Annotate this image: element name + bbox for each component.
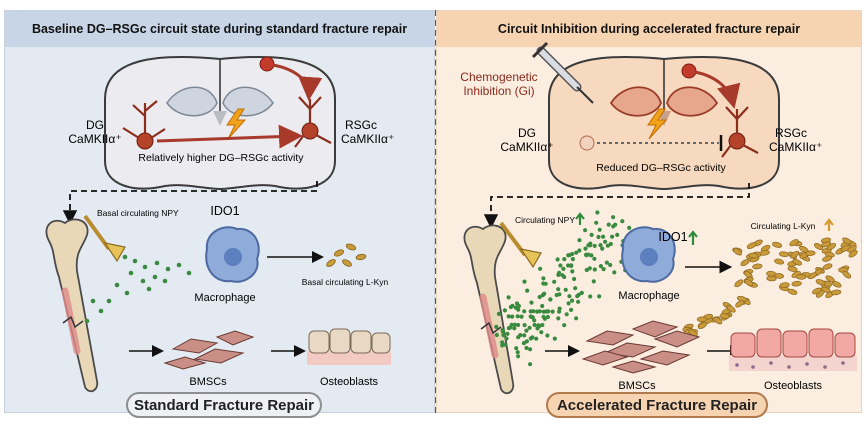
left-panel: Baseline DG–RSGc circuit state during st… (4, 10, 435, 413)
rsgc-subtype-label: CaMKIIα⁺ (769, 140, 822, 154)
inhibition-gi-label: Inhibition (Gi) (463, 84, 534, 98)
dg-label: DG (86, 118, 104, 132)
rsgc-neuron (721, 106, 759, 158)
brain-section (104, 56, 336, 191)
macrophage (621, 226, 676, 283)
activity-note: Reduced DG–RSGc activity (596, 162, 726, 174)
left-panel-title: Baseline DG–RSGc circuit state during st… (5, 11, 434, 47)
npy-dots (84, 254, 192, 324)
macrophage (205, 226, 260, 283)
dg-neuron (122, 100, 166, 150)
femur-bone (463, 224, 515, 395)
macrophage-label: Macrophage (618, 290, 679, 302)
chemogenetic-label: Chemogenetic (460, 70, 537, 84)
macrophage-label: Macrophage (194, 292, 255, 304)
accelerated-repair-badge: Accelerated Fracture Repair (546, 392, 768, 418)
bmsc-cells (581, 320, 701, 374)
brain-to-bone-connector (483, 183, 750, 229)
up-arrow-icon (824, 218, 834, 231)
ido1-label: IDO1 (658, 230, 687, 244)
activity-note: Relatively higher DG–RSGc activity (138, 152, 304, 164)
right-panel-illustration: Chemogenetic Inhibition (Gi) DG CaMKIIα⁺… (460, 41, 858, 395)
rsgc-label: RSGc (345, 118, 377, 132)
rsgc-injection-site (259, 56, 275, 72)
npy-label: Basal circulating NPY (97, 208, 179, 218)
npy-dots (494, 210, 633, 367)
right-panel-title: Circuit Inhibition during accelerated fr… (437, 11, 861, 47)
lightning-bolt-icon (226, 108, 247, 140)
npy-neuron (499, 221, 542, 269)
rsgc-injection-site (681, 63, 697, 79)
npy-label: Circulating NPY (515, 215, 575, 225)
standard-repair-badge: Standard Fracture Repair (126, 392, 322, 418)
rsgc-neuron (294, 96, 332, 148)
npy-neuron (83, 214, 126, 263)
right-panel: Circuit Inhibition during accelerated fr… (436, 10, 862, 413)
ido1-label: IDO1 (210, 204, 239, 218)
syringe-icon (531, 41, 594, 104)
bmscs-label: BMSCs (618, 380, 656, 392)
osteoblast-layer (729, 328, 857, 371)
dg-label: DG (518, 126, 536, 140)
lkyn-label: Basal circulating L-Kyn (302, 277, 389, 287)
dg-subtype-label: CaMKIIα⁺ (68, 132, 121, 146)
osteoblasts-label: Osteoblasts (764, 380, 823, 392)
dg-to-rsgc-arrow (156, 124, 303, 149)
bmscs-label: BMSCs (189, 376, 227, 388)
up-arrow-icon (575, 212, 585, 225)
osteoblast-layer (307, 328, 391, 365)
rsgc-projection-arrow (694, 70, 741, 109)
lkyn-label: Circulating L-Kyn (751, 221, 816, 231)
dg-neuron (579, 135, 595, 151)
dg-subtype-label: CaMKIIα⁺ (500, 140, 553, 154)
lkyn-pellets (682, 237, 858, 337)
brain-to-bone-connector (62, 181, 318, 225)
osteoblasts-label: Osteoblasts (320, 376, 379, 388)
rsgc-label: RSGc (775, 126, 807, 140)
femur-bone (45, 218, 99, 393)
up-arrow-icon (688, 230, 698, 245)
lkyn-pellets (326, 243, 367, 267)
left-panel-illustration: DG CaMKIIα⁺ RSGc CaMKIIα⁺ Relatively hig… (45, 56, 394, 393)
lightning-bolt-icon (647, 108, 668, 140)
rsgc-subtype-label: CaMKIIα⁺ (341, 132, 394, 146)
bmsc-cells (163, 330, 255, 370)
rsgc-projection-arrow (272, 63, 323, 101)
